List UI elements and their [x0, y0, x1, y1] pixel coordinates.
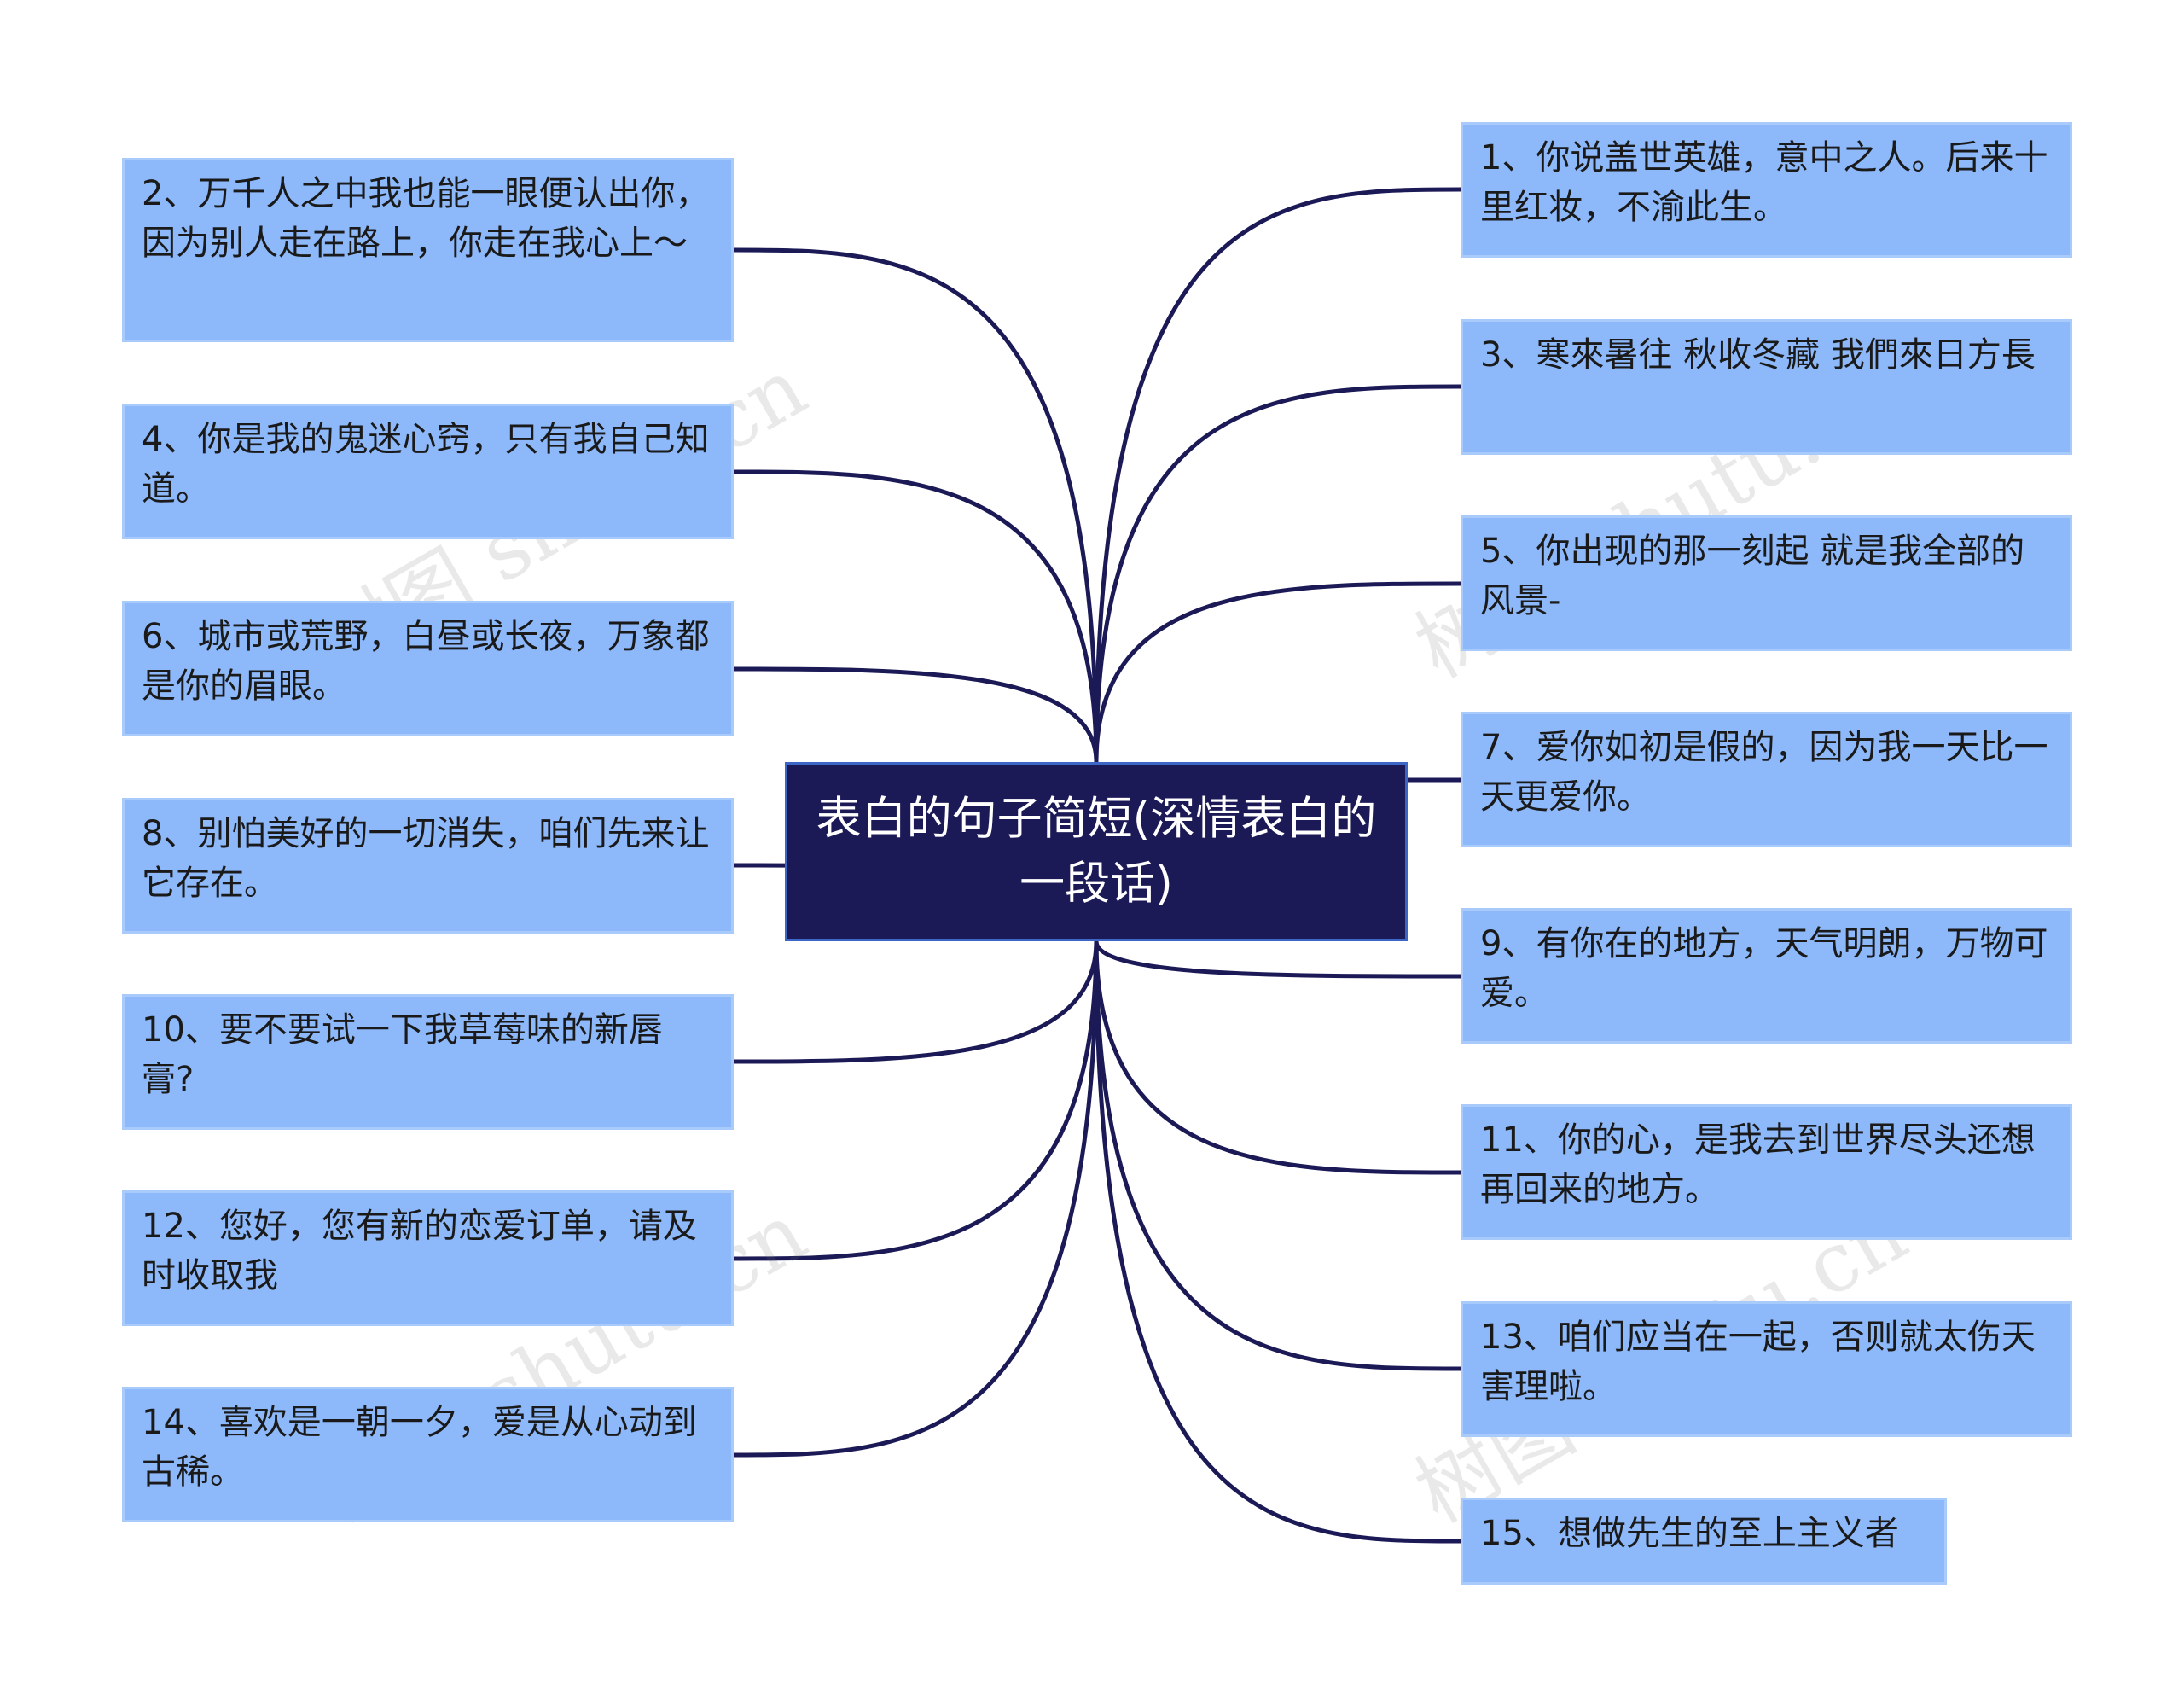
- right-node-13[interactable]: 13、咱们应当在一起，否则就太伤天害理啦。: [1461, 1301, 2072, 1437]
- connector-left-2: [733, 666, 1099, 763]
- connector-left-4: [733, 940, 1099, 1064]
- connector-right-1: [1094, 384, 1461, 763]
- right-node-5[interactable]: 5、你出现的那一刻起 就是我全部的风景-: [1461, 515, 2072, 651]
- connector-right-0: [1094, 187, 1461, 763]
- central-topic[interactable]: 表白的句子简短(深情表白的一段话): [785, 762, 1408, 941]
- left-node-10[interactable]: 10、要不要试一下我草莓味的新唇膏?: [122, 994, 734, 1130]
- right-node-9[interactable]: 9、有你在的地方，天气明朗，万物可爱。: [1461, 908, 2072, 1044]
- connector-right-2: [1094, 581, 1461, 763]
- connector-right-6: [1094, 940, 1461, 1371]
- left-node-6[interactable]: 6、城市或荒野，白昼或长夜，万象都是你的眉眼。: [122, 601, 734, 736]
- right-node-15[interactable]: 15、想做先生的至上主义者: [1461, 1498, 1947, 1585]
- connector-right-7: [1094, 940, 1461, 1544]
- left-node-2[interactable]: 2、万千人之中我也能一眼便认出你，因为别人走在路上，你走在我心上～: [122, 158, 734, 342]
- connector-left-6: [733, 940, 1099, 1458]
- connector-left-5: [733, 940, 1099, 1261]
- connector-right-4: [1094, 940, 1461, 979]
- left-node-12[interactable]: 12、您好，您有新的恋爱订单，请及时收取我: [122, 1190, 734, 1326]
- connector-left-1: [733, 469, 1099, 763]
- left-node-14[interactable]: 14、喜欢是一朝一夕，爱是从心动到古稀。: [122, 1387, 734, 1522]
- right-node-7[interactable]: 7、爱你如初是假的，因为我一天比一天更爱你。: [1461, 712, 2072, 847]
- connector-right-5: [1094, 940, 1461, 1175]
- connector-left-0: [733, 247, 1099, 763]
- left-node-8[interactable]: 8、别怕美好的一切消失，咱们先来让它存在。: [122, 798, 734, 934]
- right-node-11[interactable]: 11、你的心，是我去到世界尽头还想再回来的地方。: [1461, 1104, 2072, 1240]
- left-node-4[interactable]: 4、你是我的鬼迷心窍，只有我自己知道。: [122, 404, 734, 539]
- right-node-1[interactable]: 1、你说盖世英雄，意中之人。后来十里红妆，不渝此生。: [1461, 122, 2072, 258]
- right-node-3[interactable]: 3、寒來暑往 秋收冬藏 我們來日方長: [1461, 319, 2072, 455]
